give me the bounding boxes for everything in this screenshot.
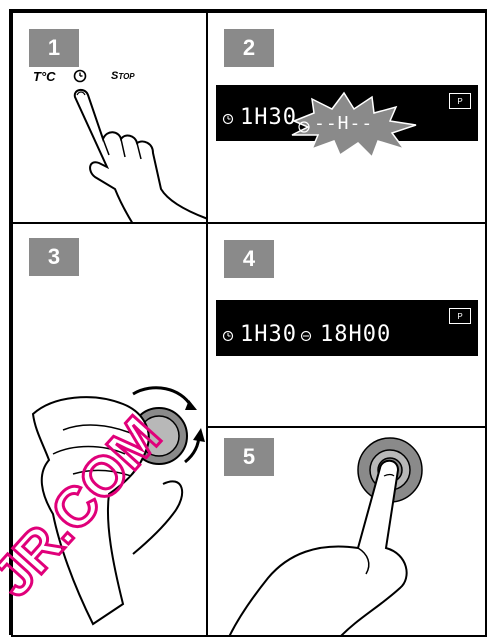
svg-text:JR.COM: JR.COM <box>0 404 173 608</box>
